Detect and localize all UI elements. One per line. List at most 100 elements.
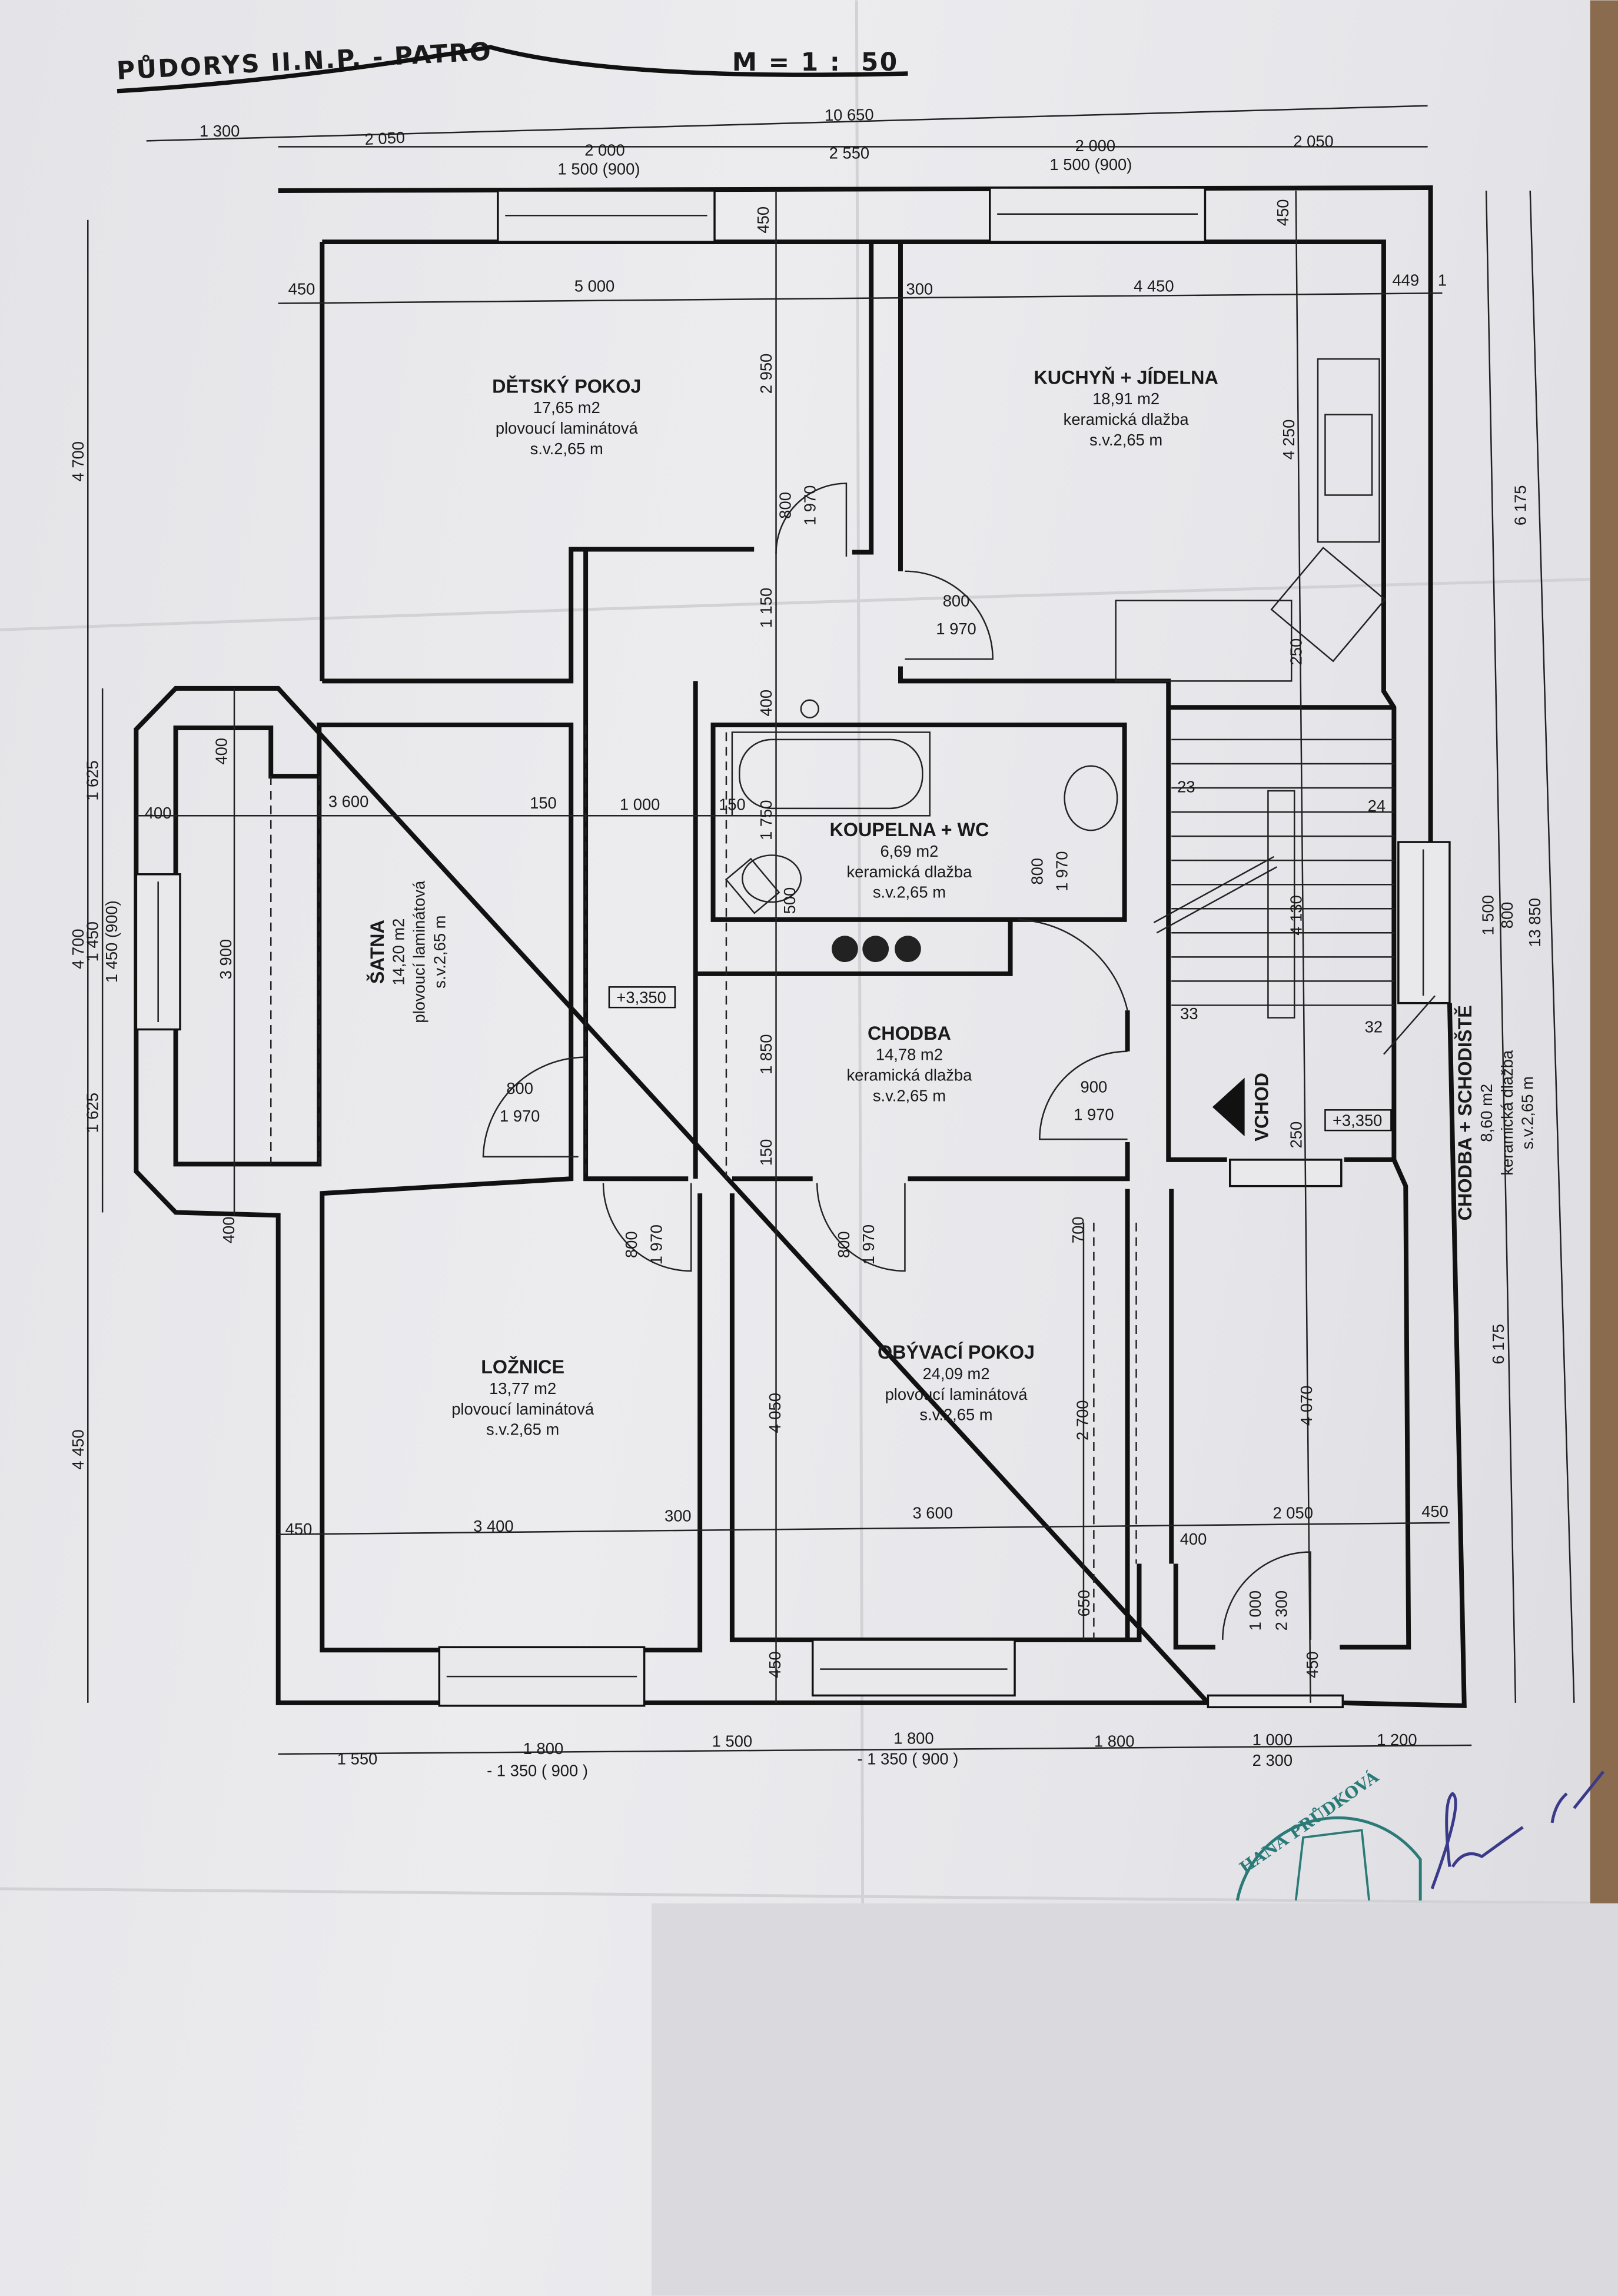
room-floor: plovoucí laminátová xyxy=(885,1385,1028,1403)
title-block: PŮDORYS II.N.P. - PATRO M = 1 : 50 xyxy=(116,36,908,94)
dimension-lines xyxy=(87,105,1575,1755)
dimension-label: 2 050 xyxy=(364,128,406,149)
dimension-label: 450 xyxy=(1274,199,1292,226)
dimension-label: 1 500 xyxy=(712,1732,752,1751)
heating-units-icon xyxy=(832,936,921,963)
dimension-label: 1 625 xyxy=(84,760,102,800)
dimension-label: 1 800 xyxy=(1094,1732,1134,1751)
dimension-label: 1 750 xyxy=(757,800,775,840)
door-height-label: 1 970 xyxy=(500,1107,540,1125)
door-swing xyxy=(602,1183,692,1272)
room-area: 24,09 m2 xyxy=(922,1365,989,1383)
level-markers: +3,350 +3,350 xyxy=(608,986,1392,1132)
dimension-label: 1 800 xyxy=(523,1739,563,1758)
dimension-label: 1 000 xyxy=(1246,1590,1264,1631)
entrance-step xyxy=(1207,1694,1344,1709)
room-height: s.v.2,65 m xyxy=(1519,1076,1537,1149)
dimension-label: 4 050 xyxy=(766,1393,784,1433)
kitchen-sink-icon xyxy=(1324,414,1373,496)
dimension-label: 800 xyxy=(1498,902,1516,929)
room-name: CHODBA + SCHODIŠTĚ xyxy=(1453,1005,1476,1220)
dimension-label: 450 xyxy=(285,1520,313,1538)
dimension-label: 3 400 xyxy=(473,1517,513,1535)
dimension-label: 1 000 xyxy=(1252,1731,1293,1749)
staircase xyxy=(1171,738,1394,1006)
dimension-label: 1 200 xyxy=(1377,1731,1417,1749)
room-area: 14,20 m2 xyxy=(390,919,408,986)
room-area: 6,69 m2 xyxy=(880,842,938,860)
windows xyxy=(135,187,1451,1709)
room-height: s.v.2,65 m xyxy=(873,883,946,901)
door-swing xyxy=(482,1056,586,1158)
door-swings xyxy=(482,483,1311,1640)
room-area: 17,65 m2 xyxy=(533,398,600,417)
door-width-label: 800 xyxy=(1028,858,1046,885)
kitchen-counter xyxy=(1317,358,1380,543)
door-swing xyxy=(1222,1551,1311,1640)
dimension-label: 500 xyxy=(780,887,799,914)
fixtures xyxy=(725,358,1436,1137)
stove-icon xyxy=(1270,547,1386,663)
dimension-label: 2 700 xyxy=(1073,1400,1091,1440)
room-name: DĚTSKÝ POKOJ xyxy=(492,375,641,397)
dimension-label: 2 300 xyxy=(1273,1590,1291,1631)
dimension-label: 150 xyxy=(530,794,557,812)
door-height-label: 1 970 xyxy=(1053,851,1071,891)
plan-title: PŮDORYS II.N.P. - PATRO xyxy=(116,36,493,85)
dimension-label: 4 450 xyxy=(1134,277,1174,295)
dimension-label: 1 800 xyxy=(893,1729,933,1748)
dimension-label: 450 xyxy=(766,1651,784,1678)
room-name: KUCHYŇ + JÍDELNA xyxy=(1034,366,1218,388)
walls xyxy=(134,185,1467,1708)
door-height-label: 1 970 xyxy=(1074,1106,1114,1124)
dimension-label: 400 xyxy=(757,690,775,717)
dimension-label: 300 xyxy=(665,1506,692,1525)
kitchen-table xyxy=(1115,600,1293,682)
room-height: s.v.2,65 m xyxy=(873,1086,946,1104)
dimension-label: 10 650 xyxy=(825,105,874,124)
room-height: s.v.2,65 m xyxy=(919,1406,992,1424)
inner-wall-line xyxy=(173,239,1411,1653)
dimension-label: 1 500 (900) xyxy=(1049,155,1132,174)
dimension-label: 6 175 xyxy=(1489,1324,1507,1364)
dimension-label: 2 050 xyxy=(1273,1503,1313,1522)
dimension-label: 5 000 xyxy=(574,277,614,295)
dimension-label: 1 150 xyxy=(757,588,775,628)
outer-wall xyxy=(134,185,1467,1708)
dimension-label: 400 xyxy=(212,738,231,765)
room-height: s.v.2,65 m xyxy=(430,916,448,989)
room-floor: keramická dlažba xyxy=(846,1066,972,1084)
dimension-label: 2 550 xyxy=(829,144,869,162)
room-area: 14,78 m2 xyxy=(876,1046,943,1064)
dimension-label: 3 600 xyxy=(912,1503,952,1522)
dimension-label: 4 700 xyxy=(69,441,87,481)
window xyxy=(1397,841,1451,1004)
dimension-label: 4 700 xyxy=(69,929,87,969)
dimension-label: 1 500 xyxy=(1479,895,1497,935)
room-floor: keramická dlažba xyxy=(1498,1050,1516,1176)
door-height-label: 1 970 xyxy=(936,620,976,638)
bathtub-inner xyxy=(739,738,923,810)
wood-edge xyxy=(1590,0,1618,1904)
door-width-label: 800 xyxy=(943,592,970,610)
room-name: CHODBA xyxy=(868,1023,951,1044)
stair-arrow-icon xyxy=(1383,995,1436,1055)
signature xyxy=(1430,1771,1605,1889)
dimension-label: 450 xyxy=(288,280,315,298)
stair-handrail xyxy=(1267,790,1295,1019)
room-name: ŠATNA xyxy=(366,920,388,984)
dimension-label: 400 xyxy=(1180,1530,1207,1548)
step-number: 33 xyxy=(1180,1004,1198,1023)
dimension-label: 700 xyxy=(1069,1216,1087,1243)
stamp: HANA PRŮDKOVÁ xyxy=(1235,1766,1422,1901)
entrance-label: VCHOD xyxy=(1251,1073,1272,1142)
room-floor: plovoucí laminátová xyxy=(451,1400,594,1418)
room-floor: keramická dlažba xyxy=(846,863,972,881)
window xyxy=(811,1639,1016,1697)
door-swing xyxy=(905,570,994,660)
door-width-label: 800 xyxy=(622,1231,640,1258)
dimension-label: 2 000 xyxy=(1075,137,1115,155)
level-marker: +3,350 xyxy=(616,989,666,1007)
